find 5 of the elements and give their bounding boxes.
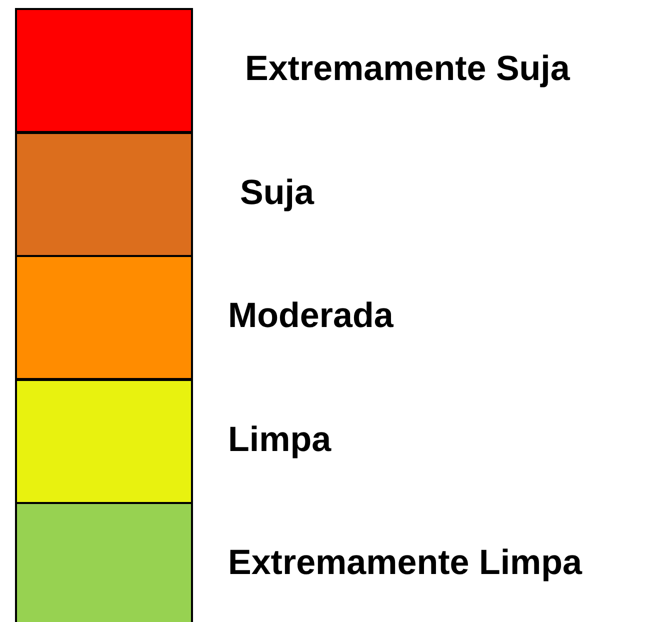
- legend-label: Suja: [240, 174, 314, 210]
- legend-label: Moderada: [228, 298, 394, 333]
- legend-label: Extremamente Limpa: [228, 545, 582, 580]
- legend-label: Limpa: [228, 422, 332, 456]
- legend-label: Extremamente Suja: [245, 51, 570, 86]
